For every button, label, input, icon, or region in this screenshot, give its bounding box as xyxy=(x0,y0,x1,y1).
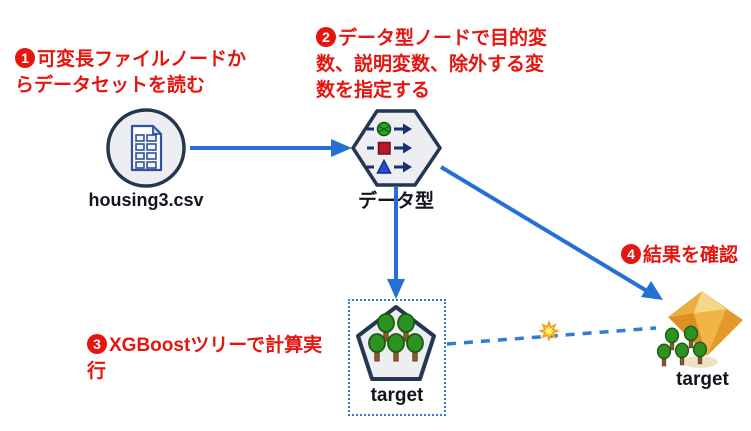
nugget-node-label: target xyxy=(676,369,729,390)
link-type-to-nugget[interactable] xyxy=(439,165,663,300)
node-data-type[interactable] xyxy=(348,106,444,190)
model-node-label: target xyxy=(370,385,424,406)
source-node-label: housing3.csv xyxy=(88,190,204,210)
starburst-icon xyxy=(538,320,560,342)
field-type-arrows-icon xyxy=(367,121,412,174)
annotation-3-badge: 3 xyxy=(87,334,107,354)
annotation-1-text: 可変長ファイルノードか らデータセットを読む xyxy=(15,49,247,96)
link-source-to-type[interactable] xyxy=(190,139,352,157)
node-source-file[interactable] xyxy=(104,106,188,190)
annotation-4-badge: 4 xyxy=(621,244,641,264)
document-file-icon xyxy=(130,124,163,172)
link-model-to-nugget-dashed[interactable] xyxy=(446,320,657,346)
annotation-2-text: データ型ノードで目的変 数、説明変数、除外する変 数を指定する xyxy=(316,28,548,101)
type-node-label: データ型 xyxy=(357,191,434,212)
node-xgboost-model[interactable] xyxy=(350,301,444,413)
annotation-4-text: 結果を確認 xyxy=(643,245,739,266)
node-model-nugget[interactable] xyxy=(650,282,751,382)
annotation-3-text: XGBoostツリーで計算実 行 xyxy=(87,335,323,382)
selection-box: target xyxy=(348,299,446,416)
annotation-2-badge: 2 xyxy=(316,27,336,47)
annotation-1-badge: 1 xyxy=(15,48,35,68)
